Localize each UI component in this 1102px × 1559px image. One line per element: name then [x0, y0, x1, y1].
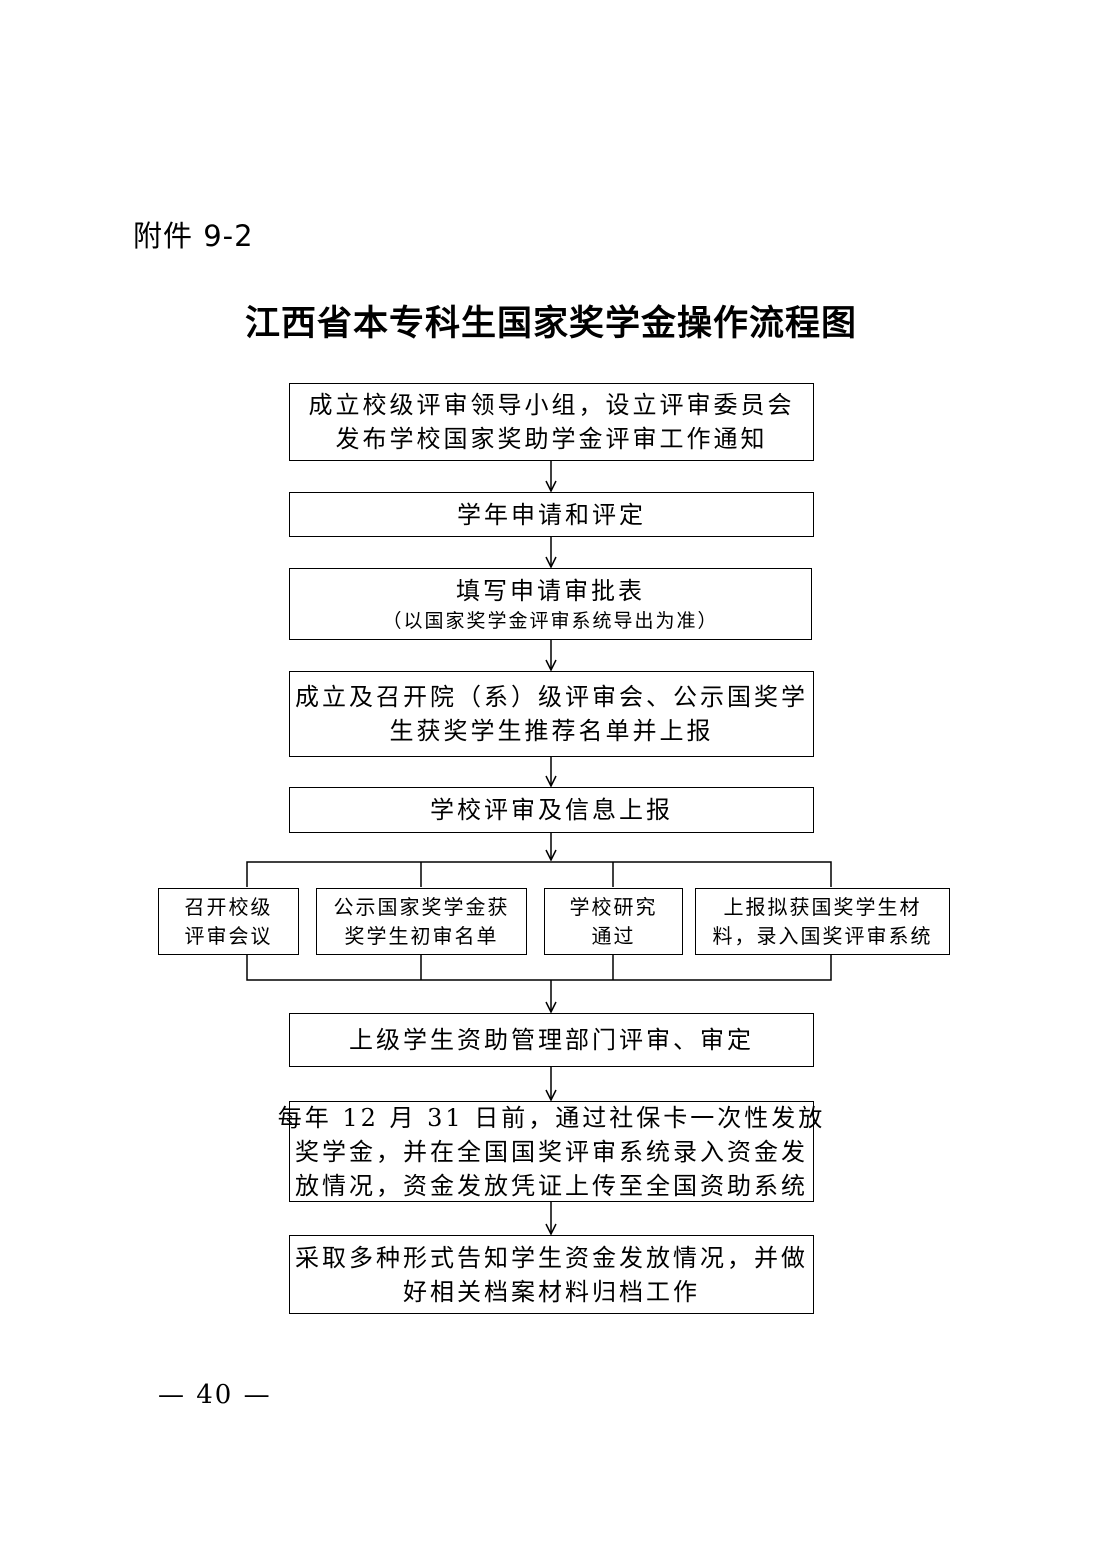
page-number: — 40 — [158, 1380, 272, 1410]
step-8-line-2: 好相关档案材料归档工作 [403, 1277, 700, 1306]
step-4-box: 成立及召开院（系）级评审会、公示国奖学 生获奖学生推荐名单并上报 [289, 671, 814, 757]
branch-4-line-2: 料，录入国奖评审系统 [712, 923, 933, 948]
step-4-line-1: 成立及召开院（系）级评审会、公示国奖学 [295, 683, 808, 711]
diagram-title: 江西省本专科生国家奖学金操作流程图 [244, 304, 857, 344]
branch-1-box: 召开校级 评审会议 [158, 888, 299, 955]
step-5-line-1: 学校评审及信息上报 [430, 796, 673, 824]
step-1-line-2: 发布学校国家奖助学金评审工作通知 [335, 425, 768, 453]
step-7-line-3: 放情况，资金发放凭证上传至全国资助系统 [295, 1171, 808, 1200]
step-8-box: 采取多种形式告知学生资金发放情况，并做 好相关档案材料归档工作 [289, 1235, 814, 1314]
step-7-box: 每年 12 月 31 日前，通过社保卡一次性发放 奖学金，并在全国国奖评审系统录… [278, 1101, 822, 1202]
step-6-line-1: 上级学生资助管理部门评审、审定 [349, 1026, 754, 1054]
branch-4-line-1: 上报拟获国奖学生材 [723, 894, 922, 919]
step-1-line-1: 成立校级评审领导小组，设立评审委员会 [308, 391, 795, 419]
step-4-line-2: 生获奖学生推荐名单并上报 [389, 717, 714, 745]
step-6-box: 上级学生资助管理部门评审、审定 [289, 1013, 814, 1067]
branch-2-line-1: 公示国家奖学金获 [333, 894, 510, 919]
step-2-box: 学年申请和评定 [289, 492, 814, 537]
step-7-line-2: 奖学金，并在全国国奖评审系统录入资金发 [295, 1137, 808, 1166]
attachment-label: 附件 9-2 [133, 219, 254, 253]
branch-3-line-2: 通过 [591, 923, 636, 948]
step-2-line-1: 学年申请和评定 [457, 500, 646, 529]
step-5-box: 学校评审及信息上报 [289, 787, 814, 833]
step-3-note: （以国家奖学金评审系统导出为准） [382, 610, 719, 632]
branch-1-line-1: 召开校级 [184, 894, 273, 919]
branch-3-line-1: 学校研究 [569, 894, 658, 919]
branch-bottom-bracket [246, 955, 832, 981]
step-7-line-1: 每年 12 月 31 日前，通过社保卡一次性发放 [277, 1103, 826, 1132]
branch-top-bracket [246, 861, 832, 887]
branch-4-box: 上报拟获国奖学生材 料，录入国奖评审系统 [695, 888, 950, 955]
step-3-line-1: 填写申请审批表 [456, 577, 645, 605]
branch-3-box: 学校研究 通过 [544, 888, 683, 955]
branch-1-line-2: 评审会议 [184, 923, 273, 948]
step-8-line-1: 采取多种形式告知学生资金发放情况，并做 [295, 1243, 808, 1272]
step-1-box: 成立校级评审领导小组，设立评审委员会 发布学校国家奖助学金评审工作通知 [289, 383, 814, 461]
branch-2-box: 公示国家奖学金获 奖学生初审名单 [316, 888, 527, 955]
branch-2-line-2: 奖学生初审名单 [344, 923, 499, 948]
step-3-box: 填写申请审批表 （以国家奖学金评审系统导出为准） [289, 568, 812, 640]
